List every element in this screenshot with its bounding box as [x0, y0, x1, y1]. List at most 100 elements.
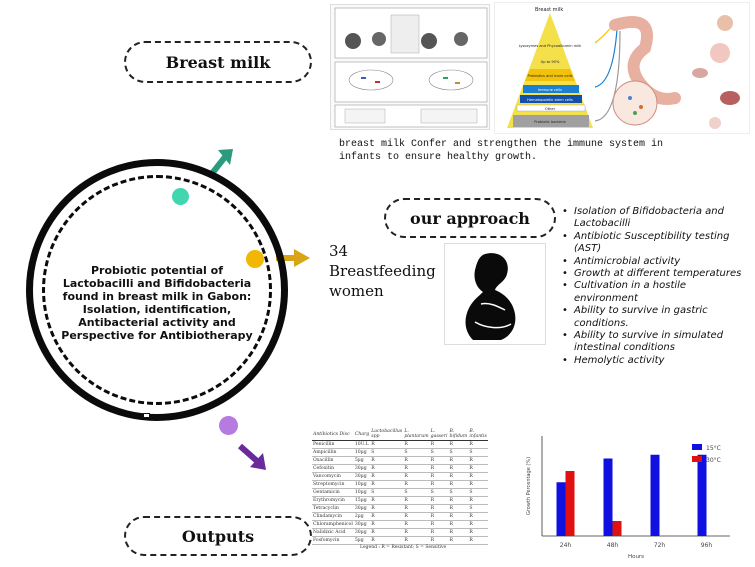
breast-milk-label: Breast milk	[124, 41, 312, 83]
table-cell: R	[448, 456, 469, 465]
table-cell: R	[448, 496, 469, 505]
table-cell: R	[429, 520, 449, 529]
breastfeeding-frame	[444, 243, 546, 345]
table-cell: 2µg	[353, 512, 371, 521]
table-header-cell: Charg	[353, 428, 371, 441]
table-cell: Streptomycin	[312, 480, 354, 489]
table-cell: R	[448, 472, 469, 481]
table-cell: S	[468, 504, 488, 513]
our-approach-label: our approach	[384, 198, 556, 238]
table-cell: R	[403, 464, 430, 473]
pyramid-svg: Breast milk Lysozymes and Phycoalbumin m…	[507, 7, 740, 129]
pyramid-level-5: Other	[545, 107, 556, 111]
approach-item: Antimicrobial activity	[562, 256, 752, 269]
pyramid-level-2: Prebiotics and more cells	[527, 74, 572, 78]
approach-list: Isolation of Bifidobacteria and Lactobac…	[562, 206, 752, 368]
table-cell: R	[448, 536, 469, 545]
table-cell: S	[429, 488, 449, 497]
table-cell: S	[370, 448, 404, 457]
table-cell: S	[468, 448, 488, 457]
table-cell: R	[403, 536, 430, 545]
table-cell: S	[403, 448, 430, 457]
table-cell: S	[468, 488, 488, 497]
approach-item: Growth at different temperatures	[562, 268, 752, 281]
table-header-cell: B. bifidum	[448, 428, 469, 441]
legend-label: 30°C	[706, 457, 721, 464]
table-cell: R	[468, 520, 488, 529]
table-cell: Vancomycin	[312, 472, 354, 481]
table-cell: 5µg	[353, 536, 371, 545]
table-cell: S	[403, 488, 430, 497]
table-cell: 30µg	[353, 472, 371, 481]
table-cell: R	[403, 480, 430, 489]
table-cell: R	[429, 536, 449, 545]
x-tick-label: 72h	[654, 542, 666, 549]
approach-item: Hemolytic activity	[562, 355, 752, 368]
table-cell: Chloramphenicol	[312, 520, 354, 529]
ring-small-square	[143, 413, 150, 418]
table-cell: R	[403, 456, 430, 465]
bar	[565, 471, 575, 536]
women-line1: Breastfeeding	[329, 262, 436, 280]
table-header-cell: L. gasseri	[429, 428, 449, 441]
table-cell: R	[370, 512, 404, 521]
table-cell: R	[448, 512, 469, 521]
table-cell: Ampicillin	[312, 448, 354, 457]
table-header-cell: L. plantarum	[403, 428, 430, 441]
table-cell: 10µg	[353, 448, 371, 457]
table-cell: R	[448, 480, 469, 489]
table-cell: R	[468, 464, 488, 473]
table-cell: R	[370, 496, 404, 505]
table-cell: R	[468, 528, 488, 537]
y-axis-label: Growth Percentage (%)	[526, 457, 532, 515]
table-cell: R	[429, 512, 449, 521]
pyramid-level-6: Probiotic bacteria	[534, 120, 565, 124]
approach-item: Antibiotic Susceptibility testing (AST)	[562, 231, 752, 256]
table-cell: R	[370, 520, 404, 529]
breast-milk-process-figure	[330, 4, 490, 130]
table-cell: R	[448, 440, 469, 449]
table-cell: Erythromycin	[312, 496, 354, 505]
table-cell: Tetracyclin	[312, 504, 354, 513]
table-cell: R	[468, 512, 488, 521]
table-cell: R	[429, 504, 449, 513]
table-cell: Clindamycin	[312, 512, 354, 521]
process-schematic-svg	[334, 7, 488, 128]
x-tick-label: 48h	[607, 542, 619, 549]
approach-item: Ability to survive in simulated intestin…	[562, 330, 752, 355]
table-cell: S	[429, 448, 449, 457]
table-cell: R	[448, 528, 469, 537]
table-cell: R	[468, 472, 488, 481]
bar	[556, 482, 566, 536]
table-cell: R	[429, 496, 449, 505]
center-title: Probiotic potential of Lactobacilli and …	[61, 264, 253, 342]
bar	[612, 521, 622, 536]
table-cell: R	[370, 536, 404, 545]
table-cell: R	[403, 504, 430, 513]
bar	[697, 454, 707, 536]
teal-dot	[172, 188, 189, 205]
pyramid-level-1: Up to 90%	[541, 60, 560, 64]
table-cell: 10U.L	[353, 440, 371, 449]
table-header-cell: Lactobacillus spp	[370, 428, 404, 441]
outputs-label: Outputs	[124, 516, 312, 556]
center-outer-ring	[26, 159, 288, 421]
x-tick-label: 96h	[701, 542, 713, 549]
breastfeeding-icon	[465, 253, 516, 340]
purple-arrow-icon	[238, 443, 266, 470]
table-cell: R	[468, 536, 488, 545]
table-cell: 5µg	[353, 456, 371, 465]
women-count: 34	[329, 242, 349, 260]
table-cell: R	[468, 456, 488, 465]
